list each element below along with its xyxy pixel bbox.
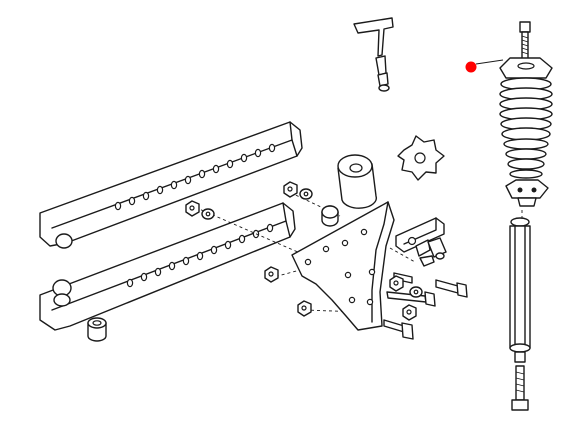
telescopic-stabilizer-rod[interactable] <box>509 217 531 411</box>
spring-damper-assembly[interactable] <box>465 21 553 207</box>
hex-nut[interactable] <box>283 181 298 198</box>
hex-bolt[interactable] <box>386 291 436 307</box>
hex-nut[interactable] <box>402 304 417 321</box>
hex-bolt[interactable] <box>383 319 414 340</box>
cylindrical-spacer[interactable] <box>321 154 378 227</box>
lower-link-arm-upper[interactable] <box>39 121 303 249</box>
hex-nut[interactable] <box>264 266 279 283</box>
hex-nut[interactable] <box>185 200 200 217</box>
flat-washer[interactable] <box>409 286 423 298</box>
bracket-holes <box>304 228 376 306</box>
selection-marker[interactable] <box>465 61 477 73</box>
hex-nut[interactable] <box>389 275 404 292</box>
arm-lower-holes <box>126 223 274 288</box>
spring-coils <box>499 77 553 179</box>
l-shaped-pin[interactable] <box>353 17 394 92</box>
lower-link-arm-lower[interactable] <box>39 202 296 331</box>
star-knob[interactable] <box>397 135 445 181</box>
flat-washer[interactable] <box>299 188 313 200</box>
hex-nut[interactable] <box>297 300 312 317</box>
arm-upper-holes <box>114 143 276 211</box>
flat-washer[interactable] <box>201 208 215 220</box>
top-link-bracket[interactable] <box>395 217 447 267</box>
bushing[interactable] <box>87 317 107 342</box>
stabilizer-bracket-plate[interactable] <box>291 201 395 331</box>
hex-bolt[interactable] <box>393 272 468 298</box>
